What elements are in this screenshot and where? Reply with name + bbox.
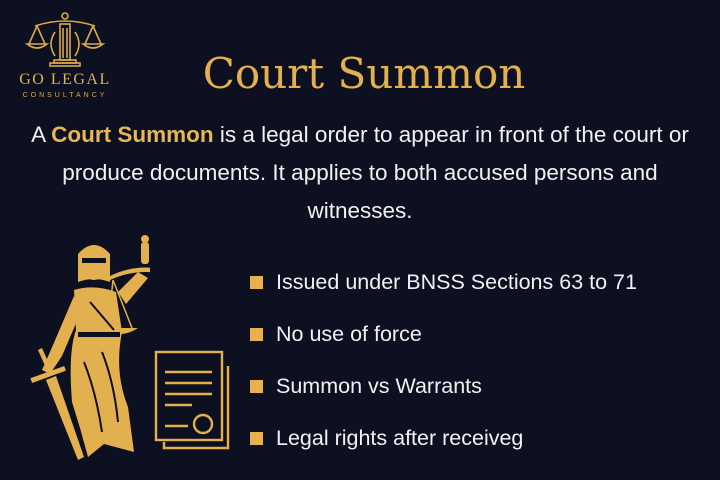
scales-of-justice-icon [24, 12, 106, 67]
bullet-text: Issued under BNSS Sections 63 to 71 [276, 269, 637, 294]
bullet-text: No use of force [276, 321, 422, 346]
bullet-text: Summon vs Warrants [276, 373, 482, 398]
lady-justice-icon [30, 235, 150, 460]
intro-rest: is a legal order to appear in front of t… [62, 122, 689, 223]
brand-tagline: CONSULTANCY [22, 92, 108, 99]
list-item: Summon vs Warrants [250, 360, 637, 412]
brand-name: GO LEGAL [19, 71, 111, 88]
bullet-square-icon [250, 431, 263, 445]
key-points-list: Issued under BNSS Sections 63 to 71 No u… [250, 256, 637, 464]
bullet-text: Legal rights after receiveg [276, 425, 524, 450]
brand-logo: GO LEGAL CONSULTANCY [10, 10, 120, 110]
bullet-square-icon [250, 327, 263, 341]
bullet-square-icon [250, 275, 263, 289]
document-seal-icon [154, 350, 230, 450]
intro-paragraph: A Court Summon is a legal order to appea… [20, 116, 700, 230]
intro-highlight: Court Summon [51, 122, 214, 147]
list-item: Legal rights after receiveg [250, 412, 637, 464]
page-title: Court Summon [202, 49, 526, 98]
list-item: Issued under BNSS Sections 63 to 71 [250, 256, 637, 308]
intro-prefix: A [31, 122, 52, 147]
list-item: No use of force [250, 308, 637, 360]
bullet-square-icon [250, 379, 263, 393]
